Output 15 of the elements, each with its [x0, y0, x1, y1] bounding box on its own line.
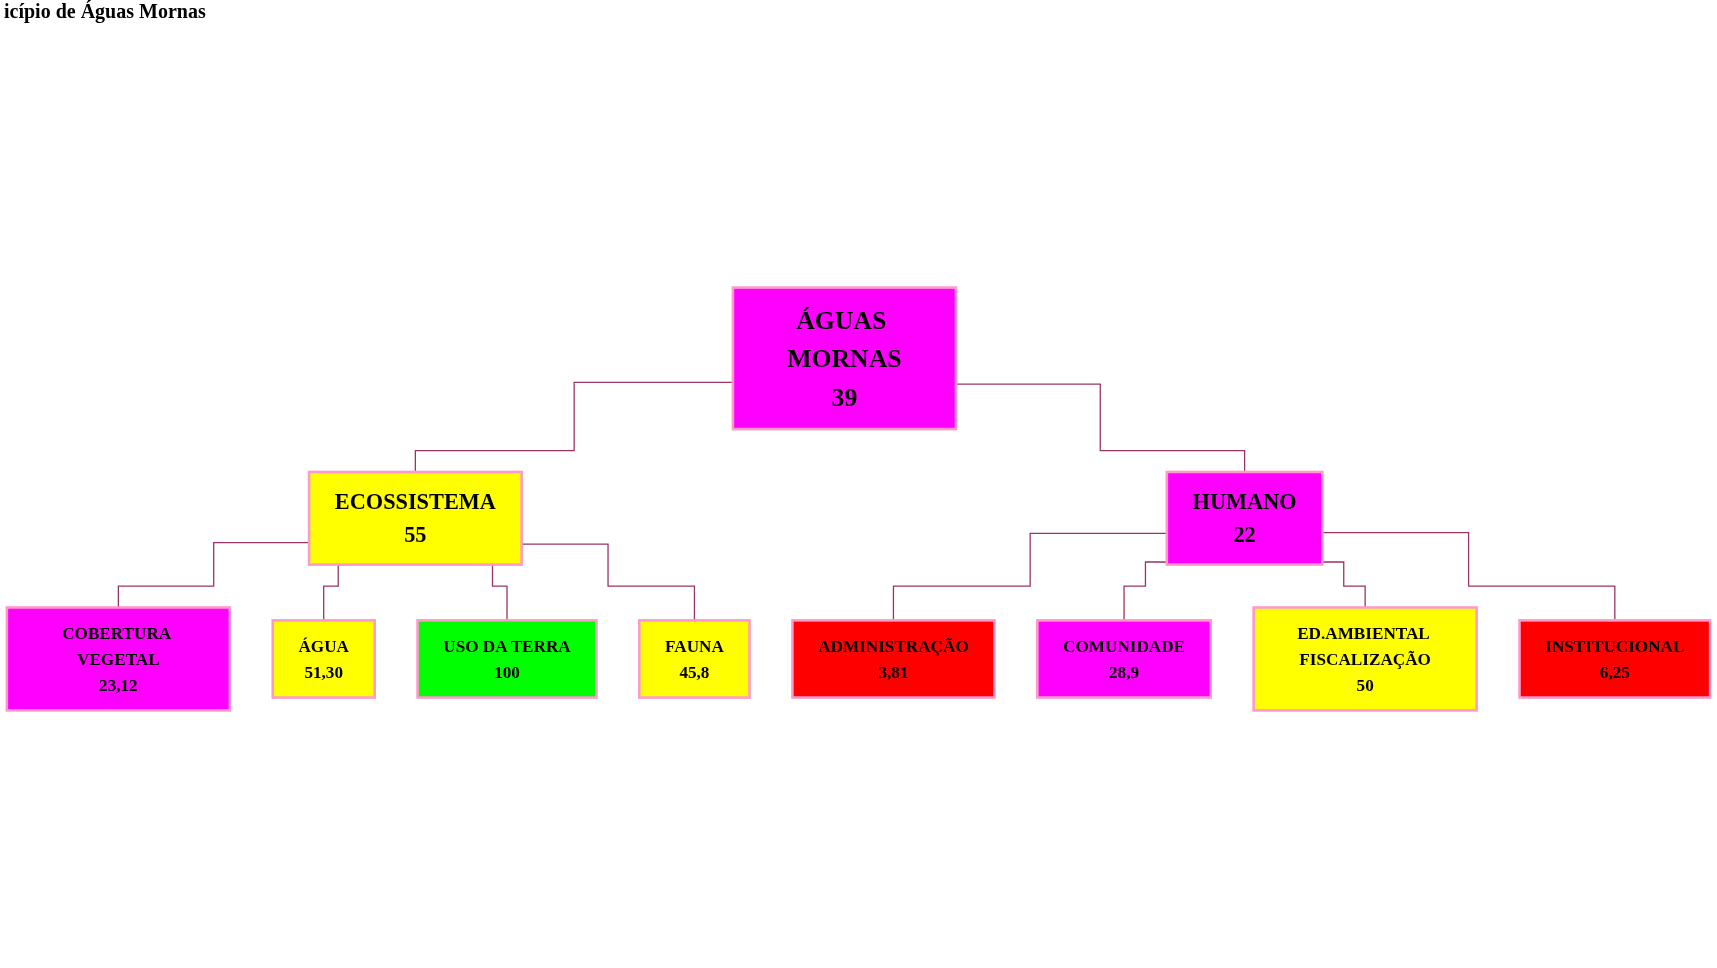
connector [521, 543, 696, 621]
node-box: ED.AMBIENTAL FISCALIZAÇÃO 50 [1252, 606, 1478, 712]
node-box: ECOSSISTEMA 55 [307, 470, 523, 566]
diagram-title: icípio de Águas Mornas [4, 0, 206, 23]
node-box: ADMINISTRAÇÃO 3,81 [791, 619, 996, 699]
connector [1123, 561, 1168, 621]
connector [892, 532, 1168, 621]
node-box: ÁGUAS MORNAS 39 [731, 286, 958, 431]
node-box: ÁGUA 51,30 [271, 619, 376, 699]
node-box: INSTITUCIONAL 6,25 [1518, 619, 1712, 699]
node-box: USO DA TERRA 100 [416, 619, 598, 699]
node-box: COBERTURA VEGETAL 23,12 [5, 606, 232, 712]
node-box: HUMANO 22 [1165, 470, 1324, 566]
node-box: FAUNA 45,8 [638, 619, 751, 699]
node-box: COMUNIDADE 28,9 [1036, 619, 1213, 699]
